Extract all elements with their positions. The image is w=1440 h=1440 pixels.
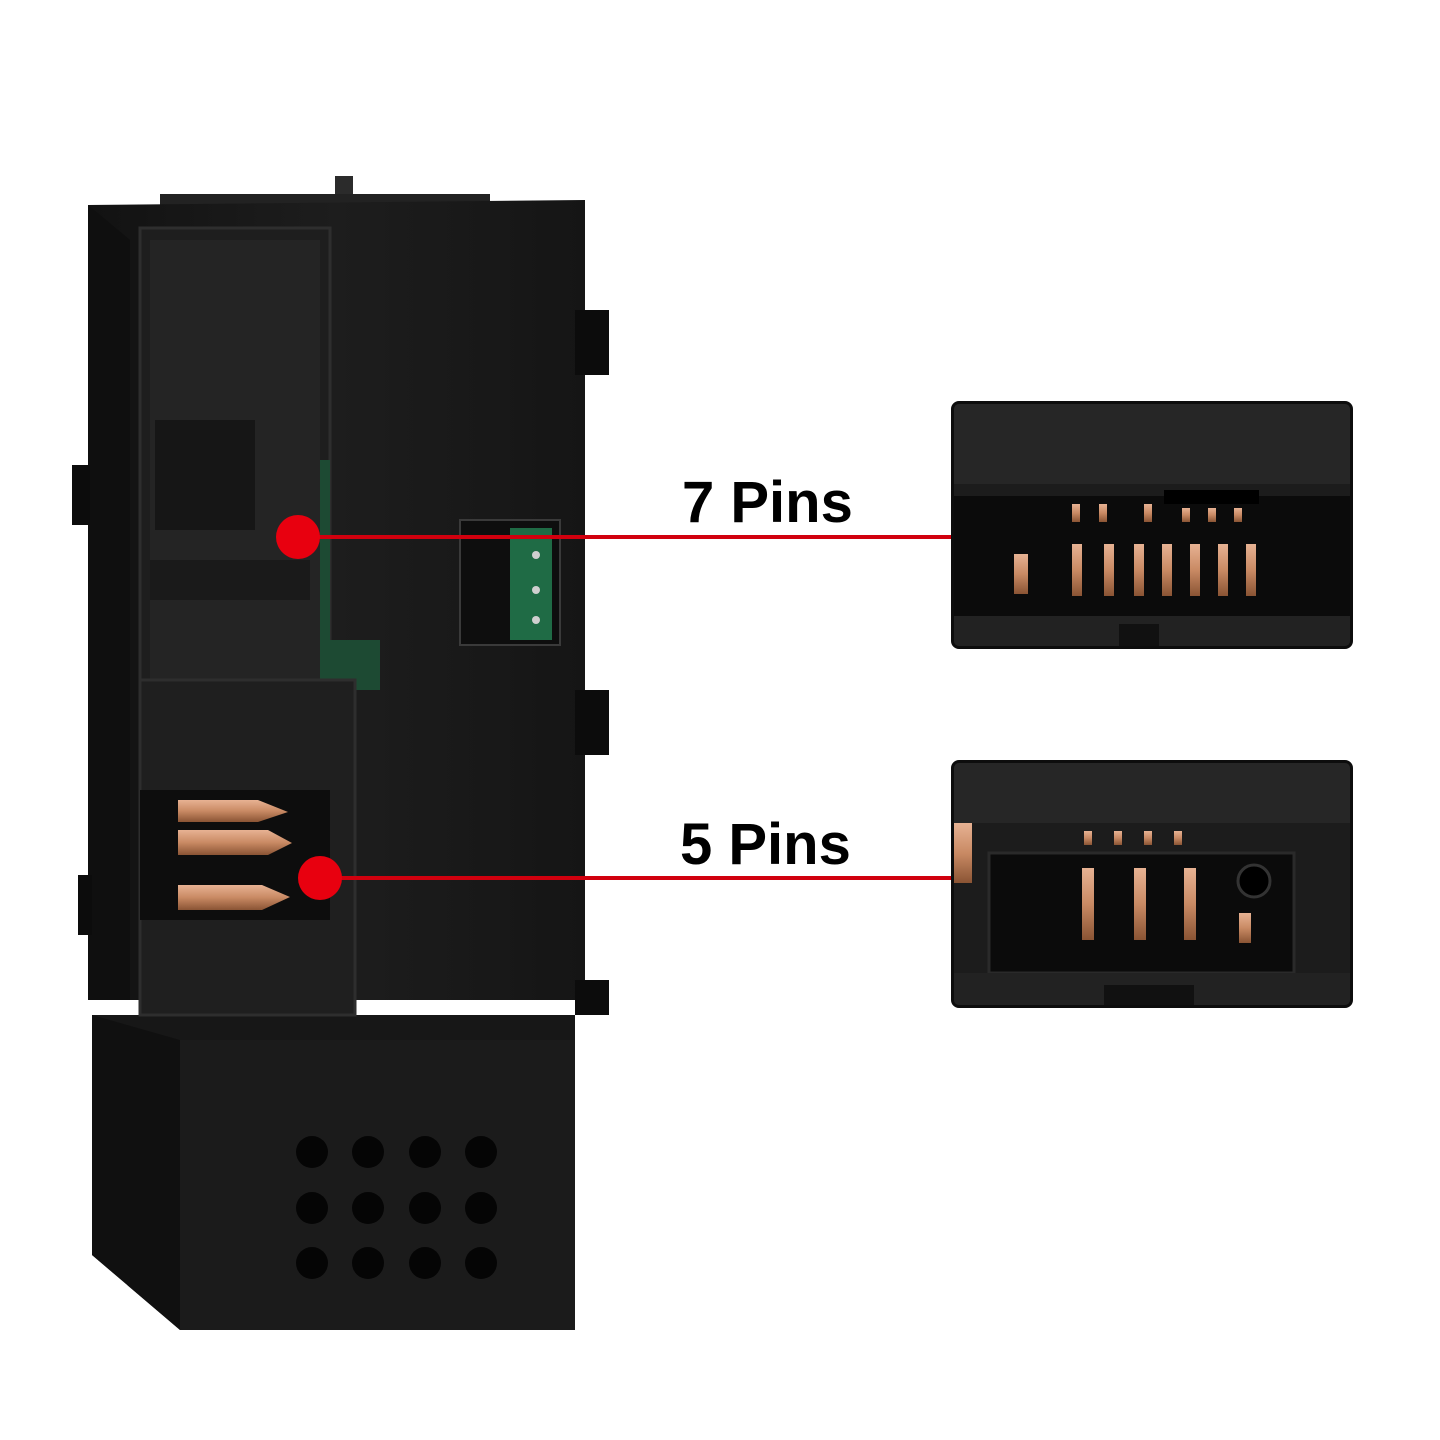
inset-copper-pins-7 <box>1014 504 1256 596</box>
upper-connector-socket <box>138 226 380 690</box>
vent-holes <box>296 1136 497 1279</box>
pcb-window <box>459 519 561 646</box>
dot-marker-icon <box>276 515 320 559</box>
callout-5-pins-leader <box>298 856 953 900</box>
dot-marker-icon <box>298 856 342 900</box>
inset-5-pin-connector <box>951 760 1353 1008</box>
lower-connector-socket <box>138 678 357 1017</box>
inset-copper-pins-5 <box>954 823 1251 943</box>
callout-label-5-pins: 5 Pins <box>680 812 851 877</box>
callout-label-7-pins: 7 Pins <box>682 470 853 535</box>
callout-7-pins-leader <box>276 515 953 559</box>
inset-7-pin-connector <box>951 401 1353 649</box>
